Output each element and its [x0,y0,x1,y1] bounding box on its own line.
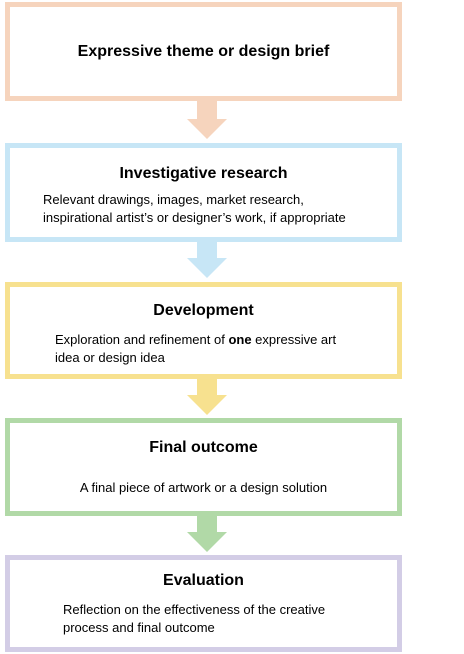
emphasis-text: one [228,332,252,347]
arrow-down-icon [187,99,227,139]
step-title: Final outcome [149,439,258,456]
step-description: Exploration and refinement of one expres… [55,331,336,367]
description-line: idea or design idea [55,350,165,365]
step-development: Development Exploration and refinement o… [5,282,402,379]
description-line: Exploration and refinement of one expres… [55,331,336,349]
description-line: process and final outcome [63,620,215,635]
step-title: Investigative research [119,165,288,182]
arrow-down-icon [187,375,227,415]
description-line: inspirational artist’s or designer’s wor… [43,210,346,225]
step-title: Evaluation [163,572,244,589]
step-expressive-theme: Expressive theme or design brief [5,2,402,101]
step-investigative-research: Investigative research Relevant drawings… [5,143,402,242]
description-line: A final piece of artwork or a design sol… [79,480,328,495]
step-title: Development [153,302,254,319]
step-description: Relevant drawings, images, market resear… [43,191,346,227]
step-title: Expressive theme or design brief [77,43,330,60]
step-description: Reflection on the effectiveness of the c… [63,601,325,637]
step-description: A final piece of artwork or a design sol… [10,479,397,497]
description-line: Relevant drawings, images, market resear… [43,192,304,207]
text-span: expressive art [251,332,337,347]
step-evaluation: Evaluation Reflection on the effectivene… [5,555,402,652]
step-final-outcome: Final outcome A final piece of artwork o… [5,418,402,516]
arrow-down-icon [187,512,227,552]
description-line: Reflection on the effectiveness of the c… [63,602,326,617]
text-span: Exploration and refinement of [55,332,229,347]
arrow-down-icon [187,238,227,278]
